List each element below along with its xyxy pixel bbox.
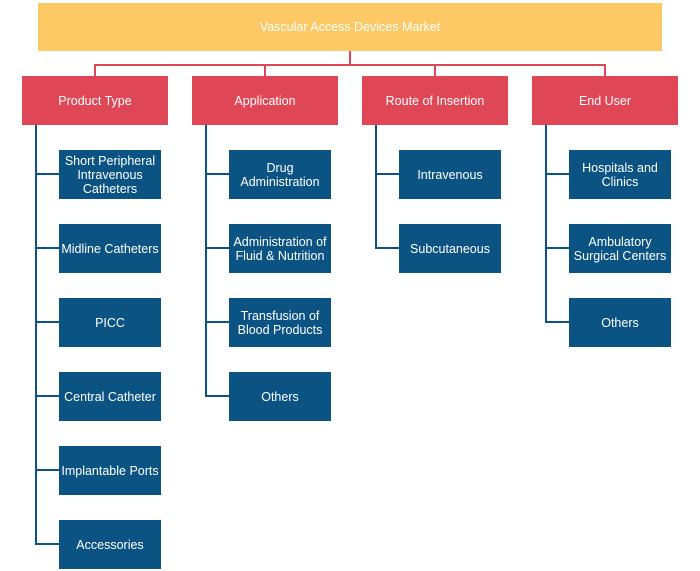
root-branch-connector [94, 64, 606, 66]
leaf-picc: PICC [59, 298, 161, 347]
leaf-short-peripheral-iv-catheters: Short Peripheral Intravenous Catheters [59, 150, 161, 199]
leaf-branch-connector [205, 395, 229, 397]
leaf-end-user-others: Others [569, 298, 671, 347]
leaf-label: Accessories [76, 537, 144, 552]
leaf-implantable-ports: Implantable Ports [59, 446, 161, 495]
leaf-label: PICC [95, 315, 125, 330]
category-end-user: End User [532, 76, 678, 125]
category-drop-connector [264, 64, 266, 76]
category-label: End User [578, 93, 632, 108]
leaf-central-catheter: Central Catheter [59, 372, 161, 421]
leaf-drug-administration: Drug Administration [229, 150, 331, 199]
leaf-trunk-connector [205, 125, 207, 396]
leaf-branch-connector [205, 247, 229, 249]
category-product-type: Product Type [22, 76, 168, 125]
leaf-label: Others [601, 315, 639, 330]
leaf-branch-connector [545, 173, 569, 175]
category-label: Product Type [58, 93, 132, 108]
leaf-trunk-connector [375, 125, 377, 248]
leaf-label: Others [261, 389, 299, 404]
leaf-label: Implantable Ports [61, 463, 159, 478]
root-node: Vascular Access Devices Market [38, 3, 662, 51]
leaf-label: Hospitals and Clinics [582, 160, 658, 189]
leaf-subcutaneous: Subcutaneous [399, 224, 501, 273]
category-drop-connector [94, 64, 96, 76]
category-drop-connector [604, 64, 606, 76]
leaf-application-others: Others [229, 372, 331, 421]
leaf-midline-catheters: Midline Catheters [59, 224, 161, 273]
leaf-label: Intravenous [417, 167, 483, 182]
leaf-branch-connector [35, 321, 59, 323]
leaf-branch-connector [35, 247, 59, 249]
leaf-label: Administration of Fluid & Nutrition [233, 234, 327, 263]
leaf-branch-connector [35, 395, 59, 397]
leaf-branch-connector [35, 469, 59, 471]
category-label: Application [234, 93, 296, 108]
leaf-branch-connector [545, 247, 569, 249]
leaf-label: Short Peripheral Intravenous Catheters [64, 153, 156, 196]
category-route-of-insertion: Route of Insertion [362, 76, 508, 125]
leaf-intravenous: Intravenous [399, 150, 501, 199]
leaf-trunk-connector [545, 125, 547, 322]
leaf-branch-connector [545, 321, 569, 323]
leaf-trunk-connector [35, 125, 37, 544]
leaf-accessories: Accessories [59, 520, 161, 569]
leaf-label: Ambulatory Surgical Centers [573, 234, 667, 263]
leaf-branch-connector [35, 543, 59, 545]
leaf-label: Central Catheter [64, 389, 156, 404]
leaf-ambulatory-surgical-centers: Ambulatory Surgical Centers [569, 224, 671, 273]
leaf-blood-products: Transfusion of Blood Products [229, 298, 331, 347]
leaf-branch-connector [205, 173, 229, 175]
category-application: Application [192, 76, 338, 125]
leaf-branch-connector [35, 173, 59, 175]
category-label: Route of Insertion [385, 93, 485, 108]
leaf-branch-connector [375, 173, 399, 175]
category-drop-connector [434, 64, 436, 76]
root-label: Vascular Access Devices Market [259, 20, 441, 34]
root-stem-connector [349, 51, 351, 65]
leaf-branch-connector [375, 247, 399, 249]
leaf-hospitals-clinics: Hospitals and Clinics [569, 150, 671, 199]
leaf-label: Midline Catheters [61, 241, 159, 256]
leaf-label: Subcutaneous [410, 241, 490, 256]
leaf-label: Drug Administration [240, 160, 320, 189]
leaf-label: Transfusion of Blood Products [237, 308, 323, 337]
leaf-branch-connector [205, 321, 229, 323]
leaf-fluid-nutrition: Administration of Fluid & Nutrition [229, 224, 331, 273]
